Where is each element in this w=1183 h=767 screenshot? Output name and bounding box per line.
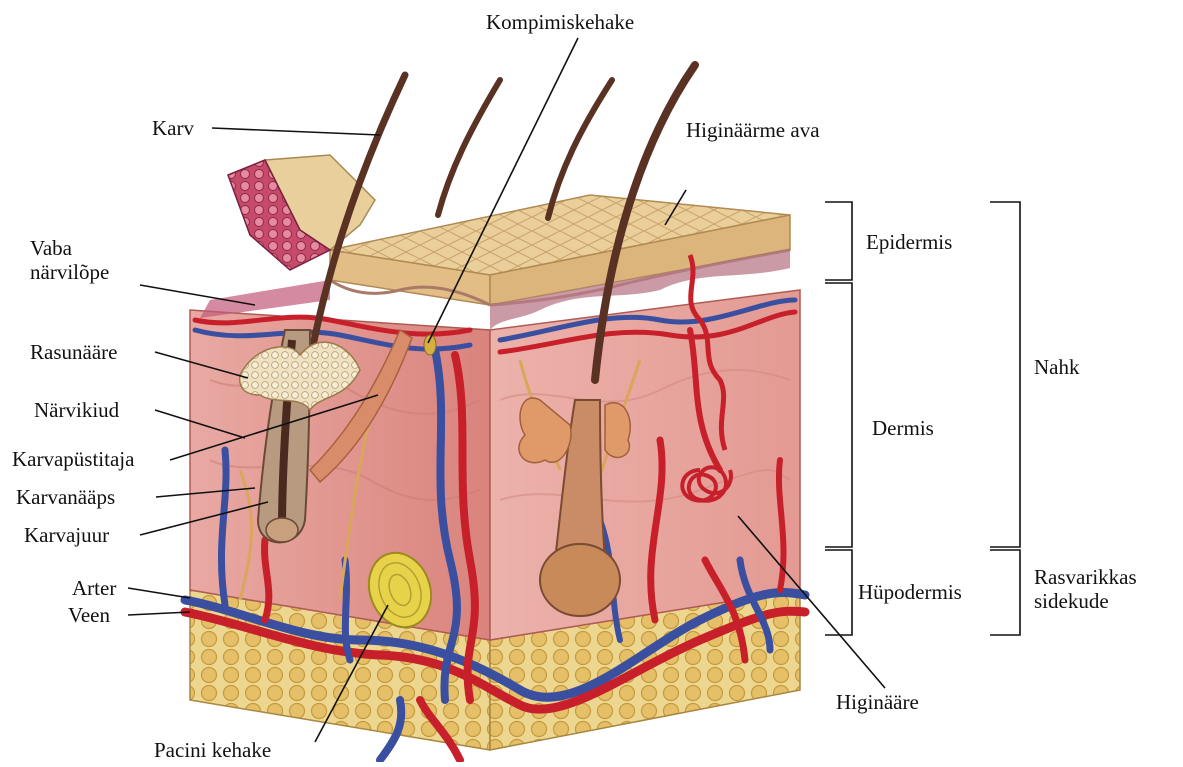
label-kompimiskehake: Kompimiskehake [486, 10, 634, 34]
label-vaba-narvilope: Vaba närvilõpe [30, 236, 109, 284]
bracket-epidermis [825, 202, 852, 280]
label-veen: Veen [68, 603, 110, 627]
bracket-rasvarikkas [990, 550, 1020, 635]
label-karvapustitaja: Karvapüstitaja [12, 447, 134, 471]
label-karv: Karv [152, 116, 194, 140]
label-higinaarme-ava: Higinäärme ava [686, 118, 820, 142]
label-karvajuur: Karvajuur [24, 523, 109, 547]
label-rasvarikkas-sidekude: Rasvarikkas sidekude [1034, 565, 1137, 613]
label-pacini-kehake: Pacini kehake [154, 738, 271, 762]
label-epidermis: Epidermis [866, 230, 952, 254]
label-dermis: Dermis [872, 416, 934, 440]
label-karvanaaps: Karvanääps [16, 485, 115, 509]
label-narvikiud: Närvikiud [34, 398, 119, 422]
bracket-dermis [825, 283, 852, 547]
label-nahk: Nahk [1034, 355, 1080, 379]
label-hupodermis: Hüpodermis [858, 580, 962, 604]
bracket-nahk [990, 202, 1020, 547]
label-higinaare: Higinääre [836, 690, 919, 714]
label-arter: Arter [72, 576, 116, 600]
label-rasunaare: Rasunääre [30, 340, 117, 364]
